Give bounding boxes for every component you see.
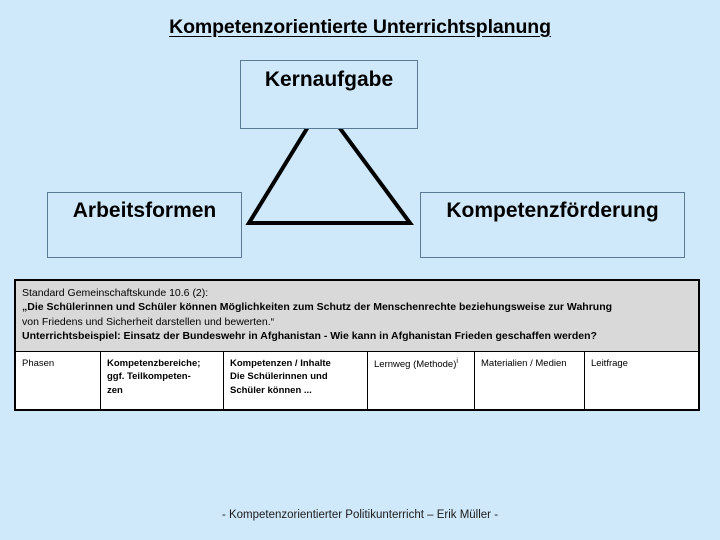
concept-box-arbeitsformen-label: Arbeitsformen [72,199,217,222]
table-column-phasen-label: Phasen [22,358,55,369]
concept-box-arbeitsformen[interactable]: Arbeitsformen [47,192,242,258]
concept-box-kernaufgabe-label: Kernaufgabe [264,68,394,91]
standard-description-block: Standard Gemeinschaftskunde 10.6 (2): „D… [16,281,698,352]
concept-box-kompetenzfoerderung-label: Kompetenzförderung [446,199,659,222]
slide-footer: - Kompetenzorientierter Politikunterrich… [221,509,499,521]
table-column-phasen: Phasen [16,352,101,411]
table-column-kompetenzen-line2: Die Schülerinnen und [230,371,328,383]
table-column-kompetenzbereiche-line2: ggf. Teilkompeten- [107,371,191,383]
table-column-leitfrage-label: Leitfrage [591,358,628,369]
table-column-kompetenzbereiche-line1: Kompetenzbereiche; [107,358,201,369]
table-column-kompetenzen-inhalte: Kompetenzen / Inhalte Die Schülerinnen u… [224,352,368,411]
table-column-lernweg-label: Lernweg (Methode)i [374,357,469,372]
standard-line-2: „Die Schülerinnen und Schüler können Mög… [22,301,613,314]
triangle-diagram-shape [238,95,422,231]
concept-box-kernaufgabe[interactable]: Kernaufgabe [240,60,418,129]
worksheet-panel: Standard Gemeinschaftskunde 10.6 (2): „D… [14,279,700,411]
page-title: Kompetenzorientierte Unterrichtsplanung [169,16,551,38]
standard-line-1: Standard Gemeinschaftskunde 10.6 (2): [22,287,209,299]
table-column-lernweg: Lernweg (Methode)i [368,352,475,411]
standard-line-4: Unterrichtsbeispiel: Einsatz der Bundesw… [22,330,597,343]
table-column-kompetenzen-line3: Schüler können ... [230,384,312,396]
standard-line-3: von Friedens und Sicherheit darstellen u… [22,315,275,328]
table-column-kompetenzbereiche-line3: zen [107,384,123,396]
table-column-materialien-label: Materialien / Medien [481,358,567,369]
concept-box-kompetenzfoerderung[interactable]: Kompetenzförderung [420,192,685,258]
table-column-leitfrage: Leitfrage [585,352,698,411]
table-column-kompetenzen-line1: Kompetenzen / Inhalte [230,358,331,369]
table-column-kompetenzbereiche: Kompetenzbereiche; ggf. Teilkompeten- ze… [101,352,224,411]
planning-table-header-row: Phasen Kompetenzbereiche; ggf. Teilkompe… [16,352,698,411]
table-column-materialien-medien: Materialien / Medien [475,352,585,411]
footnote-marker: i [456,358,458,365]
table-column-lernweg-text: Lernweg (Methode) [374,359,457,371]
